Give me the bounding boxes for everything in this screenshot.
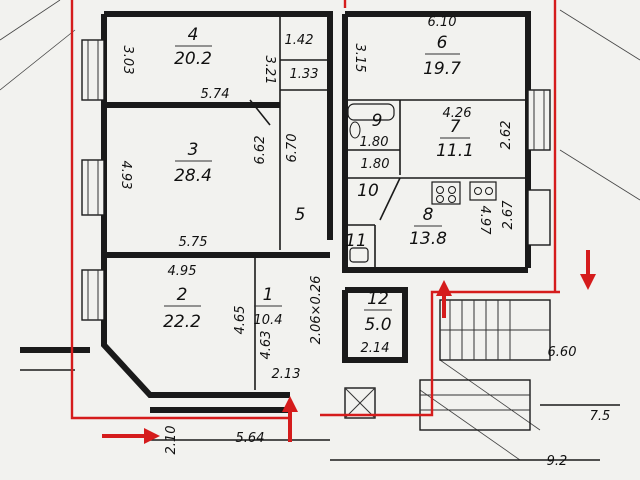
left-windows xyxy=(81,39,105,321)
kitchen-stove xyxy=(431,181,497,205)
room-4-label: 4 20.2 xyxy=(174,25,212,69)
svg-text:6.62: 6.62 xyxy=(253,136,268,165)
svg-text:4.97: 4.97 xyxy=(477,206,492,236)
svg-text:6.60: 6.60 xyxy=(548,345,577,360)
svg-text:5: 5 xyxy=(295,205,306,225)
svg-text:2.62: 2.62 xyxy=(499,121,514,150)
svg-text:1.42: 1.42 xyxy=(285,33,314,48)
svg-text:3.21: 3.21 xyxy=(262,56,277,85)
room-7-label: 7 11.1 xyxy=(436,117,474,161)
interior-partitions xyxy=(249,14,528,390)
room-5-label: 5 xyxy=(295,205,306,225)
svg-text:3.03: 3.03 xyxy=(120,46,135,75)
svg-text:6.10: 6.10 xyxy=(428,15,457,30)
room-9-label: 9 1.80 xyxy=(360,111,389,150)
svg-text:2.13: 2.13 xyxy=(272,367,301,382)
staircase xyxy=(344,299,551,431)
right-windows xyxy=(527,89,551,246)
svg-text:11.1: 11.1 xyxy=(436,141,474,161)
svg-text:2: 2 xyxy=(177,285,188,305)
svg-text:9: 9 xyxy=(372,111,383,131)
svg-text:10: 10 xyxy=(357,181,379,201)
svg-text:20.2: 20.2 xyxy=(174,49,212,69)
room-10-label: 10 xyxy=(357,181,379,201)
dimension-labels: 3.03 5.74 3.21 1.42 1.33 3.15 6.10 4.26 … xyxy=(118,15,610,469)
svg-text:5.74: 5.74 xyxy=(201,87,230,102)
svg-text:5.0: 5.0 xyxy=(364,315,391,335)
room-3-label: 3 28.4 xyxy=(174,140,212,186)
bathtub xyxy=(347,103,395,139)
svg-text:11: 11 xyxy=(345,231,367,251)
entrance-arrow-center xyxy=(282,396,298,442)
entrance-arrow-right xyxy=(436,280,452,318)
svg-text:10.4: 10.4 xyxy=(254,313,283,328)
svg-text:1.80: 1.80 xyxy=(360,135,389,150)
svg-text:5.75: 5.75 xyxy=(179,235,208,250)
svg-text:6: 6 xyxy=(437,33,448,53)
svg-text:8: 8 xyxy=(423,205,434,225)
svg-text:13.8: 13.8 xyxy=(409,229,447,249)
svg-text:22.2: 22.2 xyxy=(163,312,201,332)
svg-text:1: 1 xyxy=(263,285,274,305)
bottom-walls xyxy=(20,347,620,461)
svg-text:4.95: 4.95 xyxy=(168,264,197,279)
room-11-label: 11 xyxy=(345,231,367,251)
entrance-arrow-left xyxy=(102,428,160,444)
svg-text:28.4: 28.4 xyxy=(174,166,212,186)
svg-text:3.15: 3.15 xyxy=(352,44,367,73)
svg-text:6.70: 6.70 xyxy=(285,134,300,163)
apartment-boundary xyxy=(70,0,560,420)
svg-text:2.14: 2.14 xyxy=(361,341,390,356)
room-12-label: 12 5.0 xyxy=(364,289,392,335)
room-2-label: 2 22.2 xyxy=(163,285,201,332)
svg-text:19.7: 19.7 xyxy=(423,59,461,79)
svg-text:4.65: 4.65 xyxy=(233,306,248,335)
svg-text:2.10: 2.10 xyxy=(164,426,179,455)
svg-text:2.06×0.26: 2.06×0.26 xyxy=(309,276,324,345)
svg-text:7: 7 xyxy=(450,117,461,137)
room-6-label: 6 19.7 xyxy=(423,33,461,79)
svg-text:12: 12 xyxy=(367,289,389,309)
entrance-arrow-top-right xyxy=(580,250,596,290)
svg-text:1.80: 1.80 xyxy=(361,157,390,172)
svg-text:9.2: 9.2 xyxy=(547,454,568,469)
svg-text:4.26: 4.26 xyxy=(443,106,472,121)
svg-text:5.64: 5.64 xyxy=(236,431,265,446)
svg-text:1.33: 1.33 xyxy=(290,67,319,82)
sink xyxy=(349,247,369,263)
room-1-label: 1 10.4 xyxy=(254,285,283,328)
room-8-label: 8 13.8 xyxy=(409,205,447,249)
svg-text:3: 3 xyxy=(188,140,199,160)
svg-text:2.67: 2.67 xyxy=(501,200,516,230)
svg-text:4: 4 xyxy=(188,25,199,45)
svg-text:4.93: 4.93 xyxy=(118,161,133,190)
svg-text:7.5: 7.5 xyxy=(590,409,611,424)
svg-text:4.63: 4.63 xyxy=(259,331,274,360)
